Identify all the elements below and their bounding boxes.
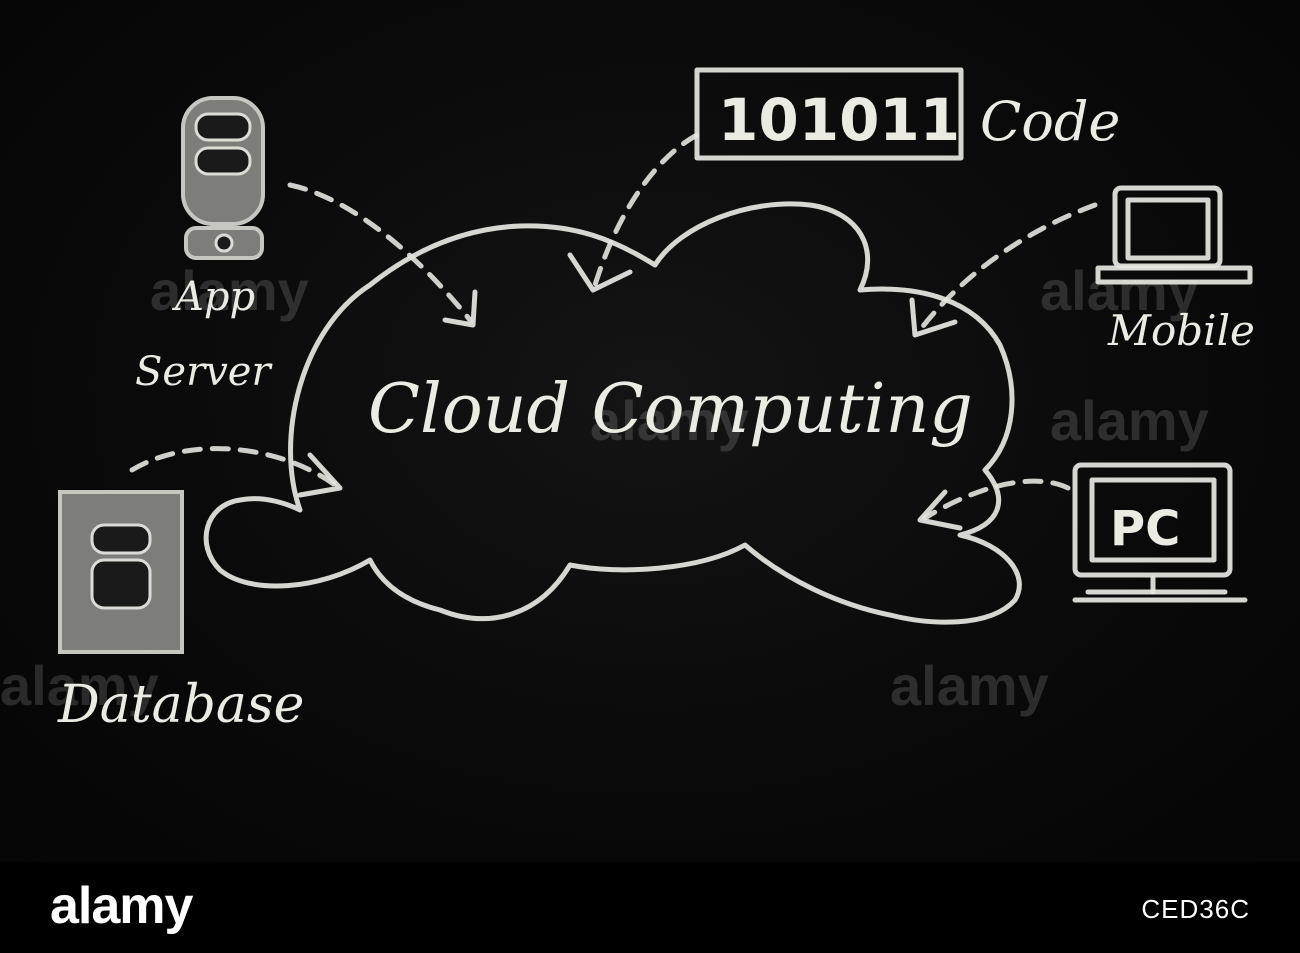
mobile-node: Mobile bbox=[1095, 185, 1255, 355]
arrowhead bbox=[909, 297, 958, 338]
watermark-text: alamy bbox=[0, 654, 159, 717]
mobile-label: Mobile bbox=[1107, 306, 1255, 355]
arrowhead bbox=[567, 252, 633, 293]
image-id: CED36C bbox=[1141, 894, 1250, 924]
arrowhead bbox=[917, 489, 963, 531]
database-label: Database bbox=[57, 675, 304, 735]
arrow-pc-to-cloud bbox=[922, 478, 1071, 521]
arrow-mobile-to-cloud bbox=[917, 202, 1098, 333]
app-server-node: App Server bbox=[135, 96, 273, 395]
pc-node: PC bbox=[1072, 462, 1248, 603]
monitor-icon bbox=[1072, 462, 1248, 603]
code-box bbox=[694, 67, 964, 161]
watermark-text: alamy bbox=[150, 259, 309, 322]
diagram-title: Cloud Computing bbox=[368, 370, 973, 449]
cloud-computing-diagram: alamy alamy alamy alamy alamy alamy Clou… bbox=[0, 67, 1255, 735]
pc-screen-text: PC bbox=[1110, 501, 1180, 557]
app-server-label-line1: App bbox=[171, 274, 255, 320]
chalkboard: alamy alamy alamy alamy alamy alamy Clou… bbox=[0, 0, 1300, 862]
arrowhead bbox=[297, 452, 343, 498]
app-server-label-line2: Server bbox=[135, 349, 273, 395]
brand-logo: alamy bbox=[50, 877, 193, 935]
arrow-app-server-to-cloud bbox=[287, 182, 473, 323]
arrowhead bbox=[442, 289, 478, 328]
laptop-icon bbox=[1095, 185, 1253, 285]
database-icon bbox=[58, 490, 184, 654]
stock-footer: alamy CED36C bbox=[0, 862, 1300, 953]
watermark-text: alamy bbox=[590, 389, 749, 452]
cloud-shape bbox=[203, 201, 1022, 625]
watermark-layer: alamy alamy alamy alamy alamy alamy bbox=[0, 259, 1209, 717]
code-label: Code bbox=[980, 90, 1120, 153]
arrow-code-to-cloud bbox=[592, 132, 700, 288]
code-node: 101011 Code bbox=[694, 67, 1120, 161]
server-icon bbox=[181, 96, 265, 260]
watermark-text: alamy bbox=[890, 654, 1049, 717]
arrow-database-to-cloud bbox=[129, 446, 338, 488]
binary-code-text: 101011 bbox=[718, 86, 960, 154]
arrows bbox=[129, 132, 1098, 531]
database-node: Database bbox=[57, 490, 304, 735]
watermark-text: alamy bbox=[1050, 389, 1209, 452]
